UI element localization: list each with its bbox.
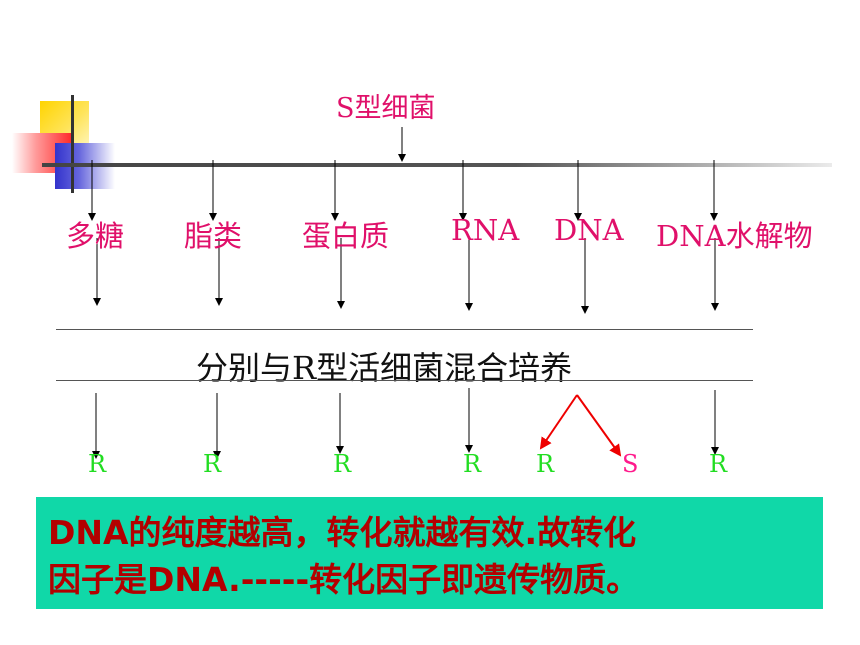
conclusion-box: DNA的纯度越高，转化就越有效.故转化 因子是DNA.-----转化因子即遗传物… [36, 497, 823, 609]
red-branch-arrow-s [576, 394, 622, 457]
result-polysaccharide: R [88, 450, 107, 478]
component-protein: 蛋白质 [302, 219, 390, 253]
component-rna: RNA [451, 213, 520, 247]
conclusion-line-2: 因子是DNA.-----转化因子即遗传物质。 [48, 560, 640, 599]
result-dna-s: S [622, 450, 639, 478]
component-polysaccharide: 多糖 [66, 219, 125, 253]
component-dna-hydrolysate: DNA水解物 [656, 219, 813, 253]
result-dna-hydrolysate: R [709, 450, 728, 478]
title-ornament-vertical-line [71, 95, 74, 193]
culture-top-rule [56, 329, 753, 330]
result-protein: R [333, 450, 352, 478]
conclusion-line-1: DNA的纯度越高，转化就越有效.故转化 [48, 513, 637, 552]
culture-label: 分别与R型活细菌混合培养 [196, 349, 573, 387]
red-branch-arrow-r [539, 394, 578, 450]
diagram-title: S型细菌 [336, 93, 436, 124]
result-dna-r: R [536, 450, 555, 478]
title-rule [42, 163, 832, 167]
result-lipid: R [203, 450, 222, 478]
component-dna: DNA [554, 213, 624, 247]
component-lipid: 脂类 [184, 219, 243, 253]
result-rna: R [463, 450, 482, 478]
culture-bottom-rule [56, 380, 753, 381]
